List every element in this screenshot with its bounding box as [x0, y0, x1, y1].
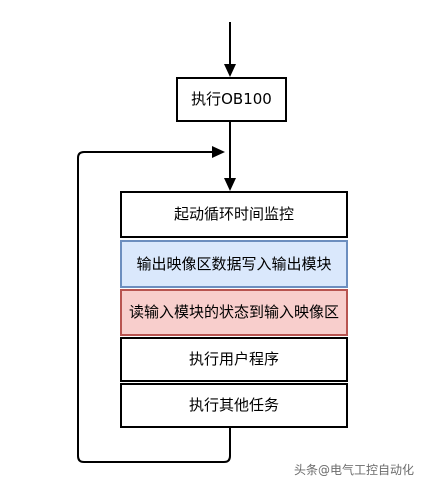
- execute-user-program-block: 执行用户程序: [120, 337, 348, 382]
- write-outputs-block: 输出映像区数据写入输出模块: [120, 240, 348, 288]
- loop-back-arrowhead: [212, 146, 225, 158]
- watermark: 头条@电气工控自动化: [293, 463, 414, 477]
- entry-arrowhead: [224, 64, 236, 77]
- execute-ob100-block: 执行OB100: [176, 77, 287, 122]
- execute-other-tasks-block: 执行其他任务: [120, 383, 348, 428]
- read-inputs-block: 读输入模块的状态到输入映像区: [120, 289, 348, 336]
- start-cycle-monitor-block: 起动循环时间监控: [120, 191, 348, 238]
- loop-back-line: [77, 151, 231, 463]
- cycle-entry-arrowhead: [224, 178, 236, 191]
